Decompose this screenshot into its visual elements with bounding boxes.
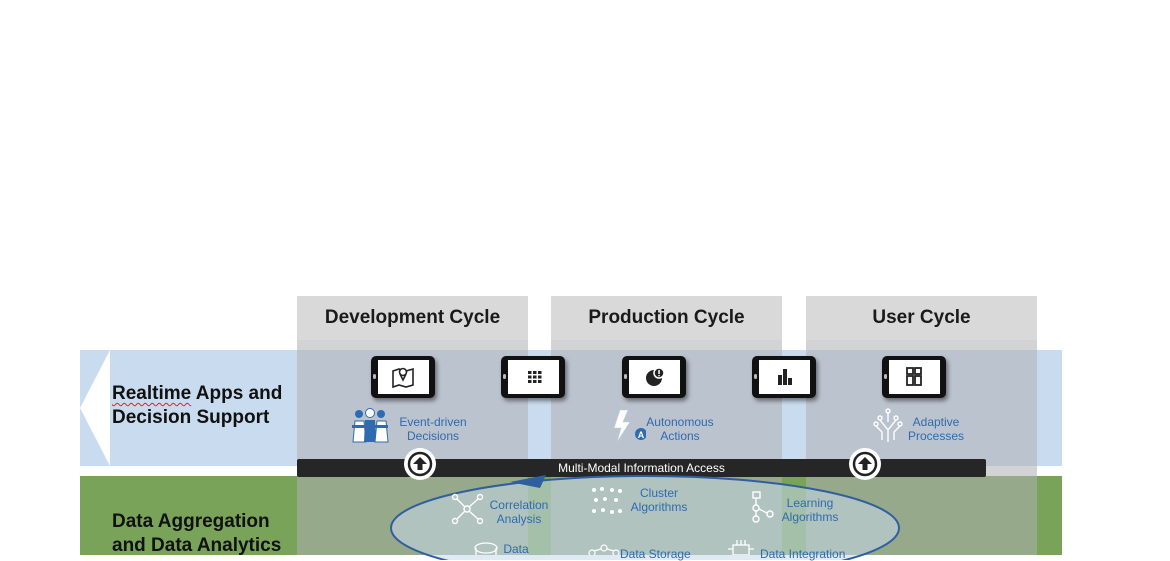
adaptive-line1: Adaptive	[912, 415, 960, 429]
data-item: Data	[503, 542, 529, 556]
storage-icon	[588, 544, 620, 555]
tablet-pie	[622, 356, 686, 398]
analytics-ellipse	[390, 475, 900, 560]
grid-icon	[528, 371, 542, 383]
event-driven-decisions: Event-driven Decisions	[388, 415, 478, 443]
cluster-line2: Algorithms	[630, 500, 688, 514]
svg-text:A: A	[638, 430, 645, 440]
realtime-label: Realtime Apps and Decision Support	[112, 382, 302, 430]
tablet-map	[371, 356, 435, 398]
correlation-line2: Analysis	[496, 512, 542, 526]
database-icon	[474, 542, 498, 555]
production-cycle-title: Production Cycle	[551, 296, 782, 340]
learning-line1: Learning	[786, 496, 834, 510]
data-storage-item: Data Storage	[620, 547, 691, 561]
correlation-line1: Correlation	[489, 498, 549, 512]
cluster-algorithms: Cluster Algorithms	[622, 486, 696, 514]
analytics-label-line1: Data Aggregation	[112, 511, 270, 532]
correlation-analysis: Correlation Analysis	[482, 498, 556, 526]
learning-line2: Algorithms	[781, 510, 839, 524]
chip-icon	[728, 540, 754, 555]
network-icon	[451, 493, 484, 525]
development-cycle-title: Development Cycle	[297, 296, 528, 340]
realtime-label-marked-word: Realtime	[112, 383, 192, 404]
cycle-arrow-icon	[849, 448, 881, 480]
cycle-arrow-icon	[404, 448, 436, 480]
cluster-line1: Cluster	[639, 486, 678, 500]
adaptive-line2: Processes	[907, 429, 965, 443]
analytics-label: Data Aggregation and Data Analytics	[112, 510, 302, 558]
cluster-icon	[592, 487, 622, 514]
people-decision-icon	[352, 408, 389, 443]
tablet-dashboard	[882, 356, 946, 398]
pie-alert-icon	[646, 367, 665, 386]
event-driven-line2: Decisions	[406, 429, 460, 443]
access-bar-label: Multi-Modal Information Access	[558, 461, 725, 475]
analytics-label-line2: and Data Analytics	[112, 535, 282, 556]
autonomous-actions: Autonomous Actions	[638, 415, 722, 443]
map-pin-icon	[392, 367, 414, 389]
adaptive-processes: Adaptive Processes	[896, 415, 976, 443]
tree-icon	[752, 491, 774, 523]
realtime-band-arrow	[80, 350, 110, 466]
realtime-label-rest: Apps and	[191, 383, 283, 404]
data-integration-item: Data Integration	[760, 547, 846, 561]
realtime-label-line2: Decision Support	[112, 407, 270, 428]
autonomous-line2: Actions	[660, 429, 700, 443]
tablet-grid	[501, 356, 565, 398]
access-bar	[297, 459, 986, 477]
bar-chart-icon	[778, 369, 792, 385]
autonomous-line1: Autonomous	[646, 415, 714, 429]
tablet-bars	[752, 356, 816, 398]
lightning-auto-icon: A	[613, 409, 646, 443]
dashboard-icon	[906, 367, 922, 386]
brain-circuit-icon	[873, 408, 903, 442]
user-cycle-title: User Cycle	[806, 296, 1037, 340]
event-driven-line1: Event-driven	[399, 415, 467, 429]
learning-algorithms: Learning Algorithms	[774, 496, 846, 524]
